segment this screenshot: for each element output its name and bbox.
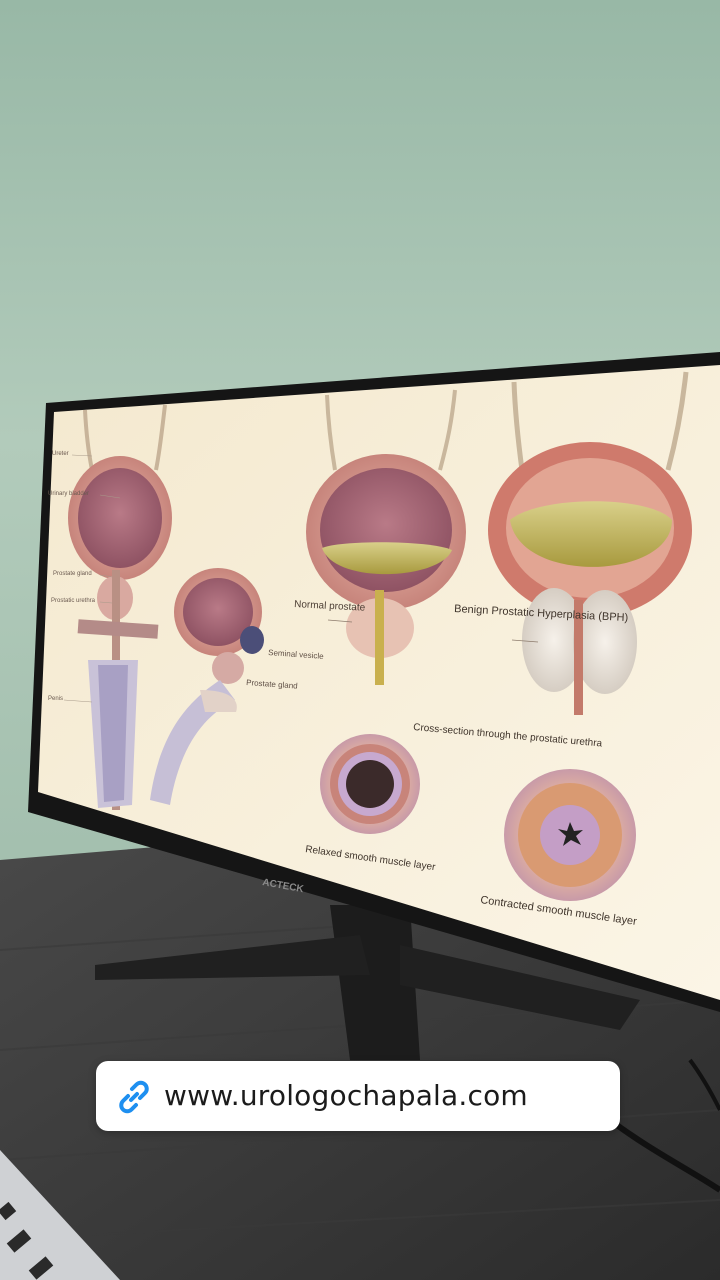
left-anatomy xyxy=(68,404,172,810)
normal-prostate-figure xyxy=(306,389,466,685)
website-link-sticker[interactable]: www.urologochapala.com xyxy=(96,1061,620,1131)
label-seminal-vesicle: Seminal vesicle xyxy=(268,648,325,661)
label-urinary-bladder: Urinary bladder xyxy=(48,491,89,497)
label-prostate-gland-left: Prostate gland xyxy=(53,571,92,577)
label-prostate-gland-side: Prostate gland xyxy=(246,678,298,691)
bph-figure xyxy=(488,371,692,715)
label-penis: Penis xyxy=(48,696,63,702)
label-prostatic-urethra: Prostatic urethra xyxy=(51,598,96,604)
side-anatomy xyxy=(150,568,264,805)
label-ureter: Ureter xyxy=(52,451,69,457)
relaxed-cross-section xyxy=(320,734,420,834)
label-normal-prostate: Normal prostate xyxy=(294,599,366,614)
contracted-cross-section xyxy=(504,769,636,901)
link-icon xyxy=(119,1080,149,1114)
website-url[interactable]: www.urologochapala.com xyxy=(164,1079,528,1112)
